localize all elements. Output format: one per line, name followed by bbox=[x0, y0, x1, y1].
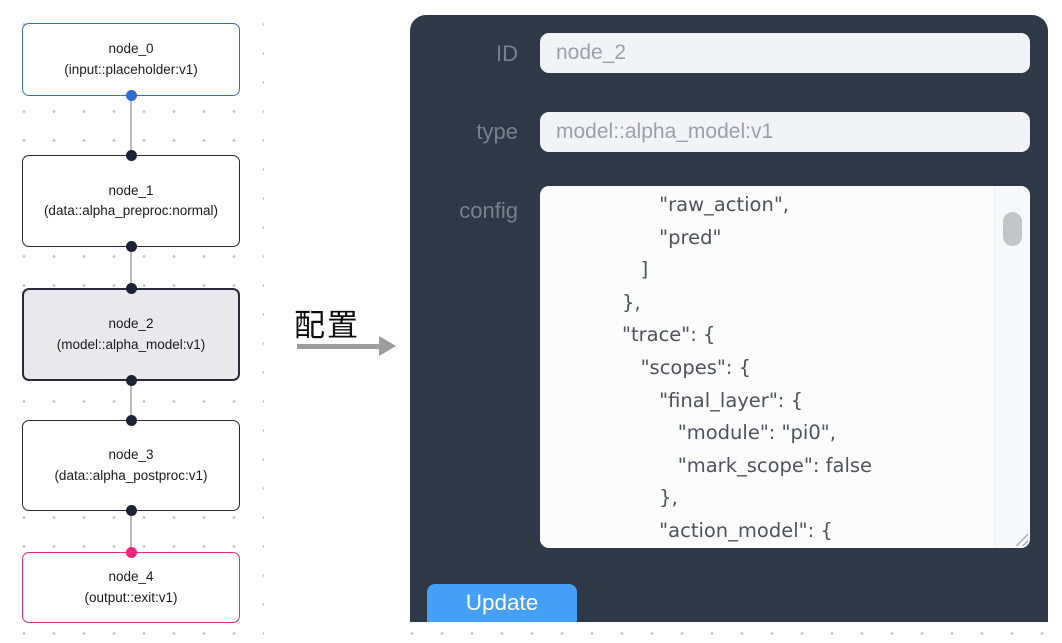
node-sublabel: (input::placeholder:v1) bbox=[64, 61, 198, 77]
node-label: node_1 bbox=[108, 182, 154, 198]
config-textarea[interactable]: "raw_action", "pred" ] }, "trace": { "sc… bbox=[540, 186, 1030, 548]
port-node3-top[interactable] bbox=[125, 415, 137, 426]
id-input[interactable] bbox=[540, 33, 1030, 73]
arrow-right-icon bbox=[297, 344, 379, 349]
id-field-label: ID bbox=[496, 41, 518, 66]
config-field-label: config bbox=[459, 198, 518, 223]
flow-node-node_3[interactable]: node_3 (data::alpha_postproc:v1) bbox=[22, 420, 240, 511]
config-scrollbar[interactable] bbox=[994, 187, 1029, 547]
port-node3-bottom[interactable] bbox=[125, 505, 137, 516]
node-sublabel: (model::alpha_model:v1) bbox=[56, 336, 206, 352]
flow-node-node_4[interactable]: node_4 (output::exit:v1) bbox=[22, 552, 240, 623]
flow-node-node_0[interactable]: node_0 (input::placeholder:v1) bbox=[22, 23, 240, 96]
annotation-label: 配置 bbox=[294, 308, 360, 344]
edge-node2-node3 bbox=[130, 380, 132, 422]
port-node4-top[interactable] bbox=[125, 547, 137, 558]
node-label: node_3 bbox=[108, 447, 154, 463]
port-node0-bottom[interactable] bbox=[125, 90, 137, 101]
node-label: node_2 bbox=[108, 316, 154, 332]
flow-node-node_1[interactable]: node_1 (data::alpha_preproc:normal) bbox=[22, 155, 240, 247]
update-button[interactable]: Update bbox=[427, 584, 577, 622]
node-config-panel: ID type config "raw_action", "pred" ] },… bbox=[410, 15, 1048, 622]
port-node2-top[interactable] bbox=[125, 283, 137, 294]
port-node2-bottom[interactable] bbox=[125, 375, 137, 386]
arrow-head-icon bbox=[379, 336, 396, 356]
port-node1-bottom[interactable] bbox=[125, 241, 137, 252]
flow-node-node_2-selected[interactable]: node_2 (model::alpha_model:v1) bbox=[22, 288, 240, 381]
port-node1-top[interactable] bbox=[125, 150, 137, 161]
edge-node1-node2 bbox=[130, 246, 132, 290]
config-json-text: "raw_action", "pred" ] }, "trace": { "sc… bbox=[621, 193, 873, 542]
edge-node0-node1 bbox=[130, 95, 132, 157]
edge-node3-node4 bbox=[130, 510, 132, 554]
config-scrollbar-thumb[interactable] bbox=[1003, 212, 1022, 246]
node-label: node_0 bbox=[108, 41, 154, 57]
type-field-label: type bbox=[476, 119, 518, 144]
node-sublabel: (data::alpha_preproc:normal) bbox=[43, 203, 219, 218]
node-sublabel: (output::exit:v1) bbox=[84, 589, 178, 605]
type-input[interactable] bbox=[540, 112, 1030, 152]
node-sublabel: (data::alpha_postproc:v1) bbox=[54, 467, 208, 483]
node-label: node_4 bbox=[108, 569, 154, 585]
